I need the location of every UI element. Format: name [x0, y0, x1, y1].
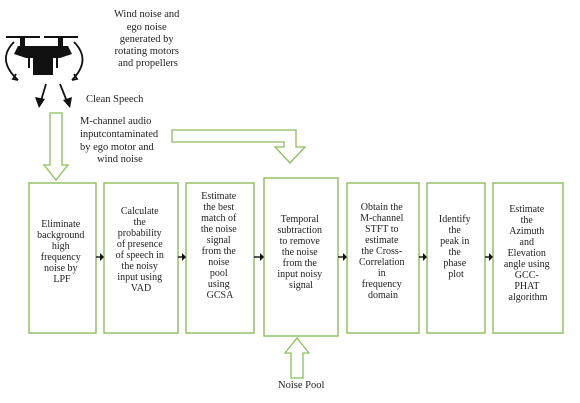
step-text-5: Obtain the M-channel STFT to estimate th… — [359, 202, 407, 301]
step-box-6 — [426, 182, 486, 334]
step-box-1 — [28, 182, 97, 334]
step-box-2 — [103, 182, 179, 334]
connector-arrows — [96, 253, 493, 261]
step-box-7 — [492, 182, 564, 334]
step-box-3 — [185, 182, 255, 334]
clean-speech-label: Clean Speech — [86, 94, 144, 105]
step-text-1: Eliminate background high frequency nois… — [37, 219, 87, 285]
step-text-3: Estimate the best match of the noise sig… — [201, 191, 239, 301]
step-text-7: Estimate the Azimuth and Elevation angle… — [504, 204, 552, 303]
step-text-2: Calculate the probability of presence of… — [116, 206, 167, 294]
noise-pool-up-arrow — [283, 336, 311, 379]
wind-noise-note: Wind noise and ego noise generated by ro… — [114, 9, 182, 69]
drone-icon — [5, 36, 84, 108]
audio-input-note: M-channel audio inputcontaminated by ego… — [80, 116, 161, 165]
input-bent-arrow — [171, 129, 307, 164]
input-down-arrow — [42, 112, 70, 182]
step-text-6: Identify the peak in the phase plot — [439, 214, 473, 280]
step-text-4: Temporal subtraction to remove the noise… — [277, 214, 324, 291]
noise-pool-label: Noise Pool — [278, 380, 324, 391]
step-box-5 — [346, 182, 420, 334]
